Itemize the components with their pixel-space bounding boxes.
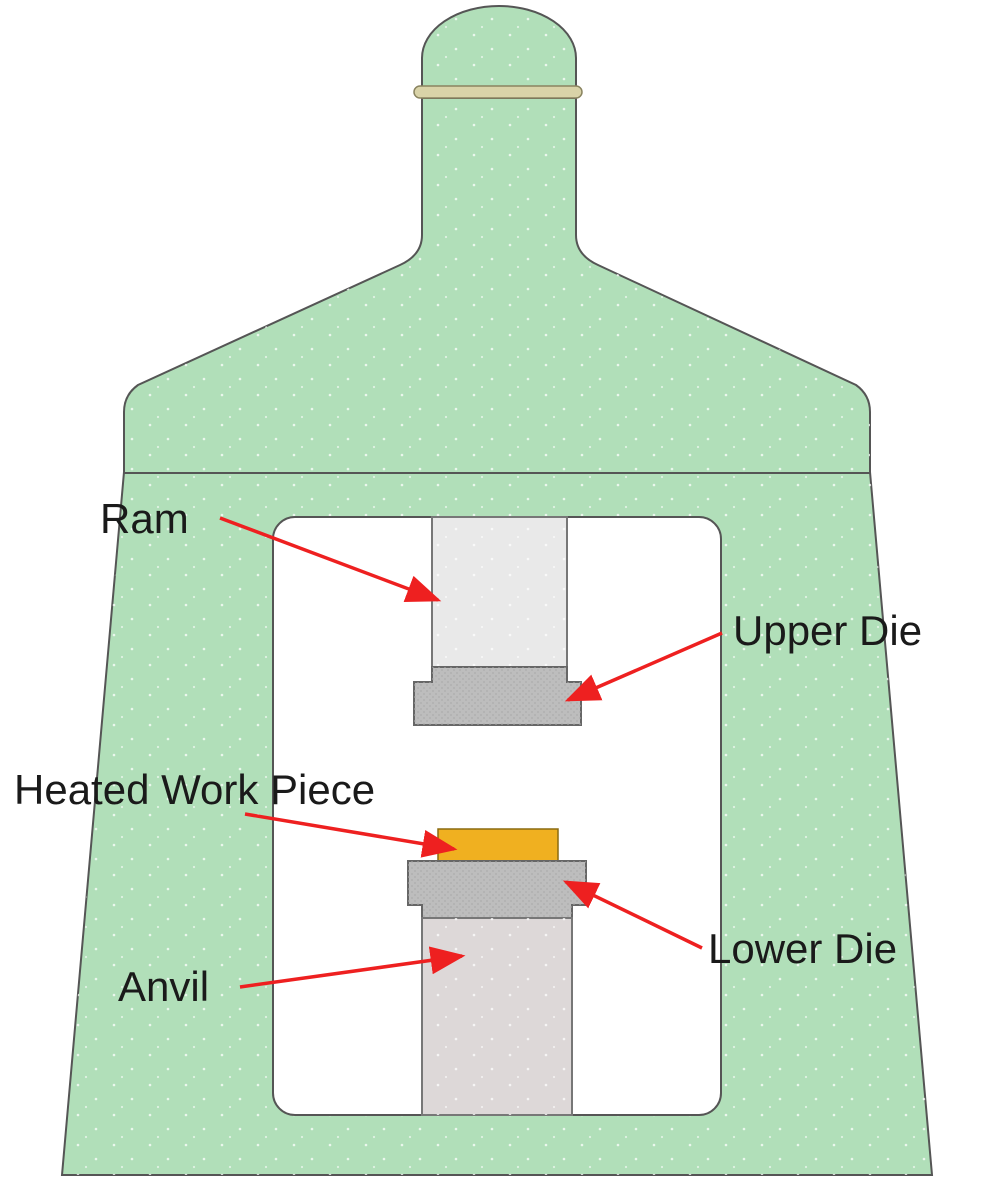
ram-label: Ram xyxy=(100,495,189,542)
lower-die-hatch xyxy=(408,861,586,918)
heated-work-piece-label: Heated Work Piece xyxy=(14,766,375,813)
ram-texture xyxy=(432,517,567,667)
heated-work-piece-arrow xyxy=(244,812,458,858)
anvil-arrow xyxy=(239,946,466,989)
dome-texture xyxy=(422,6,576,90)
upper-die-label: Upper Die xyxy=(733,607,922,654)
lower-die-label: Lower Die xyxy=(708,925,897,972)
lower-die-arrow xyxy=(562,880,703,950)
anvil-label: Anvil xyxy=(118,963,209,1010)
dome-ring xyxy=(413,85,583,99)
ram-arrow xyxy=(219,516,442,603)
heated-work-piece xyxy=(437,828,559,862)
anvil-texture xyxy=(422,918,572,1115)
upper-die-arrow xyxy=(564,631,723,702)
upper-die-hatch xyxy=(414,667,581,725)
